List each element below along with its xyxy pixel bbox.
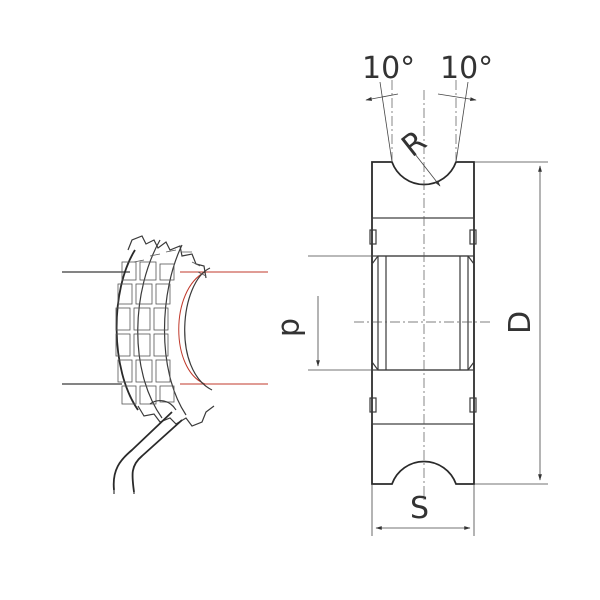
- cutter-cross-section: [308, 80, 548, 536]
- cutter-workpiece-sketch: [62, 235, 268, 494]
- radius-label: R: [395, 124, 433, 164]
- angle-right-label: 10°: [440, 51, 493, 86]
- inner-diameter-label: d: [274, 318, 309, 337]
- width-label: S: [410, 491, 429, 526]
- outer-diameter-label: D: [503, 311, 538, 334]
- angle-left-label: 10°: [362, 51, 415, 86]
